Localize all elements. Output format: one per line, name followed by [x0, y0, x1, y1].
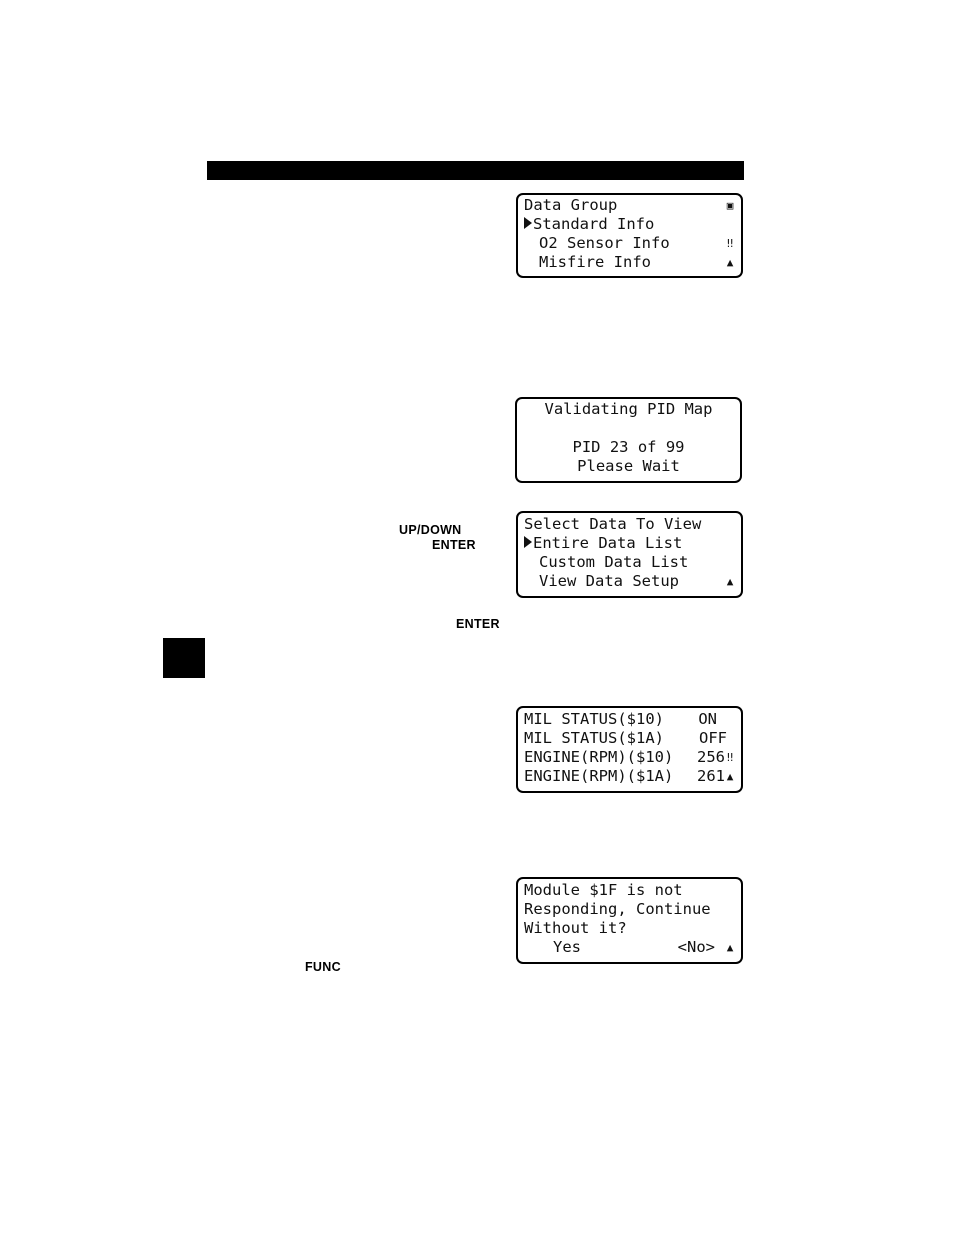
- data-row-value: OFF: [699, 729, 727, 747]
- scroll-down-icon: ▲: [726, 770, 734, 783]
- menu-item-standard-info[interactable]: Standard Info: [524, 215, 654, 234]
- scroll-position-icon: ▣: [726, 199, 734, 212]
- scroll-down-icon: ▲: [726, 575, 734, 588]
- scroll-both-icon: ‼: [726, 751, 734, 764]
- scroll-down-icon: ▲: [726, 256, 734, 269]
- data-row-value: 261: [697, 767, 725, 785]
- lcd-data-list-screen: MIL STATUS($10) ON MIL STATUS($1A) OFF E…: [516, 706, 743, 793]
- scroll-down-icon: ▲: [726, 941, 734, 954]
- lcd-select-data-screen: Select Data To View Entire Data List Cus…: [516, 511, 743, 598]
- validating-progress: PID 23 of 99: [572, 438, 685, 456]
- key-label-enter: ENTER: [456, 617, 500, 631]
- lcd-title: Select Data To View: [524, 515, 702, 533]
- lcd-module-prompt-screen: Module $1F is not Responding, Continue W…: [516, 877, 743, 964]
- data-row-value: ON: [698, 710, 717, 728]
- validating-title: Validating PID Map: [544, 400, 713, 418]
- key-label-enter: ENTER: [432, 538, 476, 552]
- validating-blank-line: [517, 419, 740, 438]
- key-label-up-down: UP/DOWN: [399, 523, 462, 537]
- data-row-label: ENGINE(RPM)($10): [524, 748, 674, 766]
- prompt-line: Module $1F is not: [524, 881, 683, 899]
- validating-wait: Please Wait: [577, 457, 680, 475]
- menu-item-view-data-setup[interactable]: View Data Setup: [539, 572, 679, 590]
- scroll-both-icon: ‼: [726, 237, 734, 250]
- data-row-label: MIL STATUS($1A): [524, 729, 664, 747]
- option-yes[interactable]: Yes: [553, 938, 581, 956]
- prompt-line: Without it?: [524, 919, 627, 937]
- key-label-func: FUNC: [305, 960, 341, 974]
- lcd-title: Data Group: [524, 196, 618, 214]
- data-row-label: ENGINE(RPM)($1A): [524, 767, 674, 785]
- data-row-value: 256: [697, 748, 725, 766]
- menu-item-entire-data-list[interactable]: Entire Data List: [524, 534, 682, 553]
- menu-item-misfire-info[interactable]: Misfire Info: [539, 253, 651, 271]
- lcd-data-group-screen: Data Group Standard Info O2 Sensor Info …: [516, 193, 743, 278]
- menu-item-o2-sensor-info[interactable]: O2 Sensor Info: [539, 234, 670, 252]
- data-row-label: MIL STATUS($10): [524, 710, 664, 728]
- menu-item-custom-data-list[interactable]: Custom Data List: [539, 553, 689, 571]
- option-no[interactable]: <No>: [677, 938, 715, 956]
- prompt-line: Responding, Continue: [524, 900, 711, 918]
- lcd-validating-screen: Validating PID Map PID 23 of 99 Please W…: [515, 397, 742, 483]
- selection-cursor-icon: [524, 217, 532, 229]
- chapter-tab-marker: [163, 638, 205, 678]
- selection-cursor-icon: [524, 536, 532, 548]
- section-header-bar: [207, 161, 744, 180]
